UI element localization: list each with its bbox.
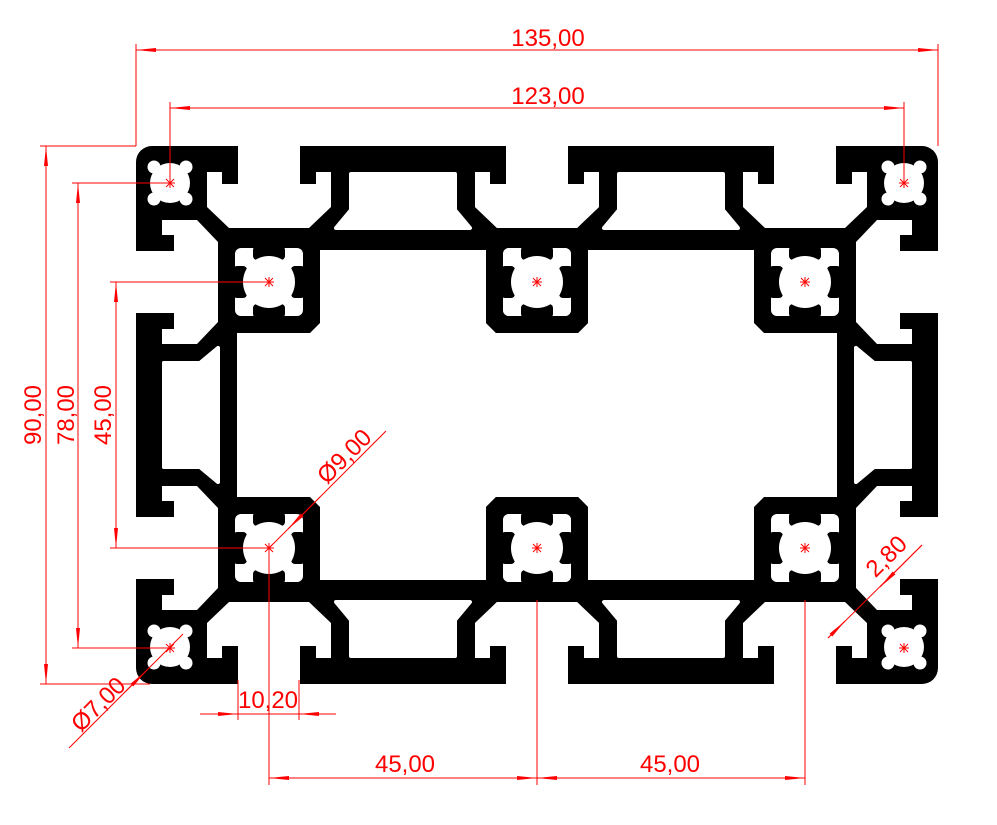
dimension-overall-height: 90,00 bbox=[20, 145, 150, 685]
dimension-overall-width: 135,00 bbox=[135, 25, 939, 146]
dimension-text: 90,00 bbox=[20, 385, 47, 445]
dimension-core-spacing-width: 123,00 bbox=[169, 83, 905, 183]
dimension-text: 123,00 bbox=[511, 83, 584, 110]
dimension-text: 135,00 bbox=[511, 25, 584, 52]
dimension-inner-core-spacing: 45,00 bbox=[90, 281, 269, 549]
dimension-text: 45,00 bbox=[640, 751, 700, 778]
dimension-text: 45,00 bbox=[90, 385, 117, 445]
dimension-core-spacing-height: 78,00 bbox=[53, 182, 170, 649]
dimension-text: 78,00 bbox=[53, 385, 80, 445]
dimension-bottom-spacing: 45,00 45,00 bbox=[268, 548, 806, 785]
dimension-slot-width: 10,20 bbox=[200, 680, 336, 720]
aluminium-profile bbox=[130, 140, 944, 690]
dimension-text: 45,00 bbox=[375, 751, 435, 778]
dimension-text: 10,20 bbox=[238, 687, 298, 714]
dimension-corner-core-diameter: Ø7,00 bbox=[66, 633, 184, 749]
dimension-text: Ø7,00 bbox=[66, 672, 131, 737]
